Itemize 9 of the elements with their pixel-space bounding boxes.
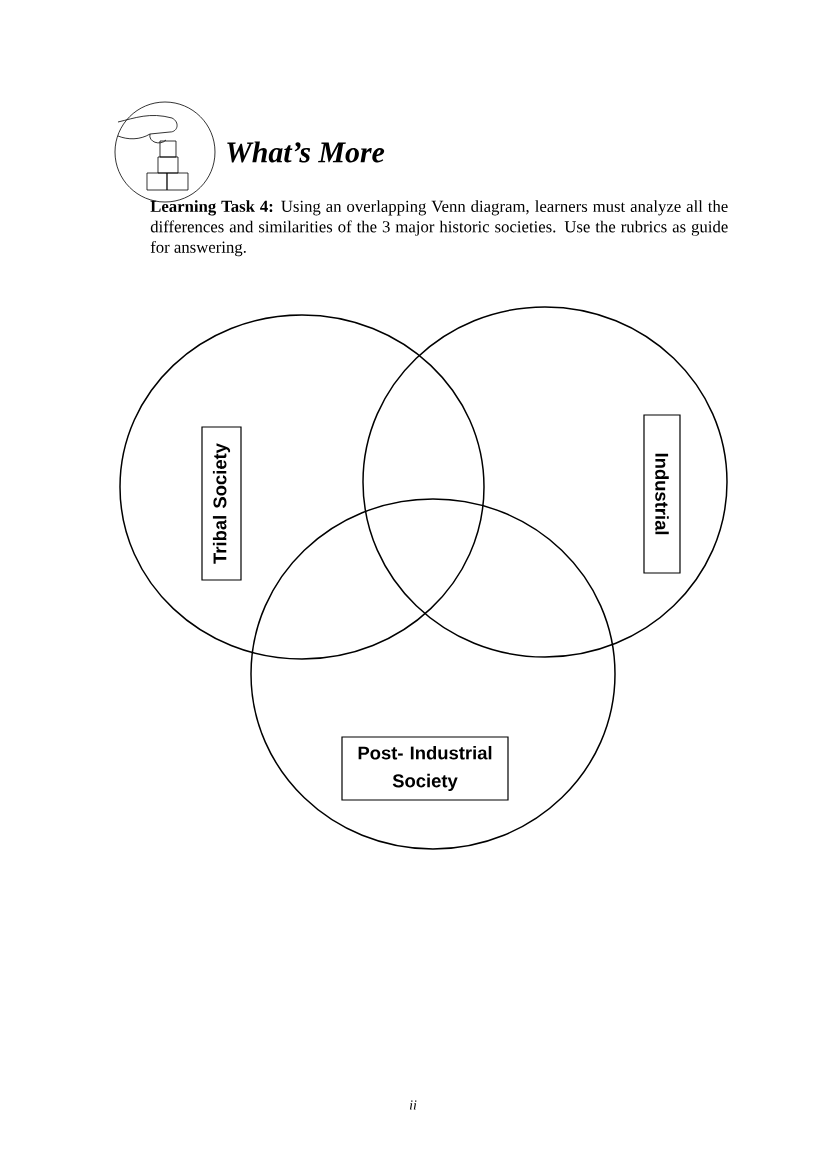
label-box: Industrial [643, 414, 681, 574]
venn-circle [362, 306, 728, 658]
venn-circle [250, 498, 616, 850]
venn-circle [119, 314, 485, 660]
heading: What’s More [227, 141, 385, 163]
paragraph: Learning Task 4: Using an overlapping Venn diagram, learners must analyze all the differences and similarities of the 3 major historic societies. Use the rubrics as guide for answering. [150, 200, 728, 257]
page-number: ii [409, 1100, 417, 1110]
label-box: Post- Industrial Society [341, 736, 509, 801]
label-box: Tribal Society [201, 426, 242, 581]
